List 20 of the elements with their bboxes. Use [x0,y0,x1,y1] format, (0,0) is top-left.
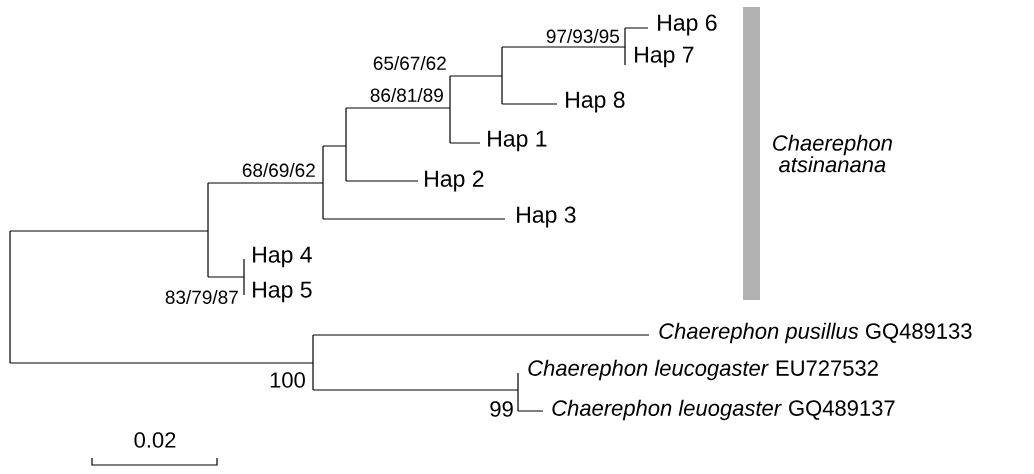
clade-label: Chaerephon atsinanana [773,134,892,173]
scale-label: 0.02 [134,432,176,448]
taxon-label: Chaerephon pusillus GQ489133 [659,322,972,344]
taxon-label: Hap 5 [253,281,312,303]
bootstrap-value: 86/81/89 [370,88,443,102]
taxon-label: Hap 8 [566,91,625,113]
bootstrap-value: 83/79/87 [165,290,238,304]
taxon-label: Hap 7 [635,46,694,68]
taxon-label: Hap 3 [517,206,576,228]
bootstrap-value: 97/93/95 [546,29,619,43]
bootstrap-value: 100 [270,372,305,388]
taxon-label: Hap 1 [488,130,547,152]
bootstrap-value: 65/67/62 [373,56,446,70]
bootstrap-value: 99 [490,401,513,417]
taxon-label: Chaerephon leucogaster EU727532 [528,359,878,381]
taxon-label: Chaerephon leuogaster GQ489137 [552,399,895,421]
taxon-label: Hap 2 [425,170,484,192]
taxon-label: Hap 6 [658,14,717,36]
bootstrap-value: 68/69/62 [242,163,315,177]
taxon-label: Hap 4 [253,246,312,268]
